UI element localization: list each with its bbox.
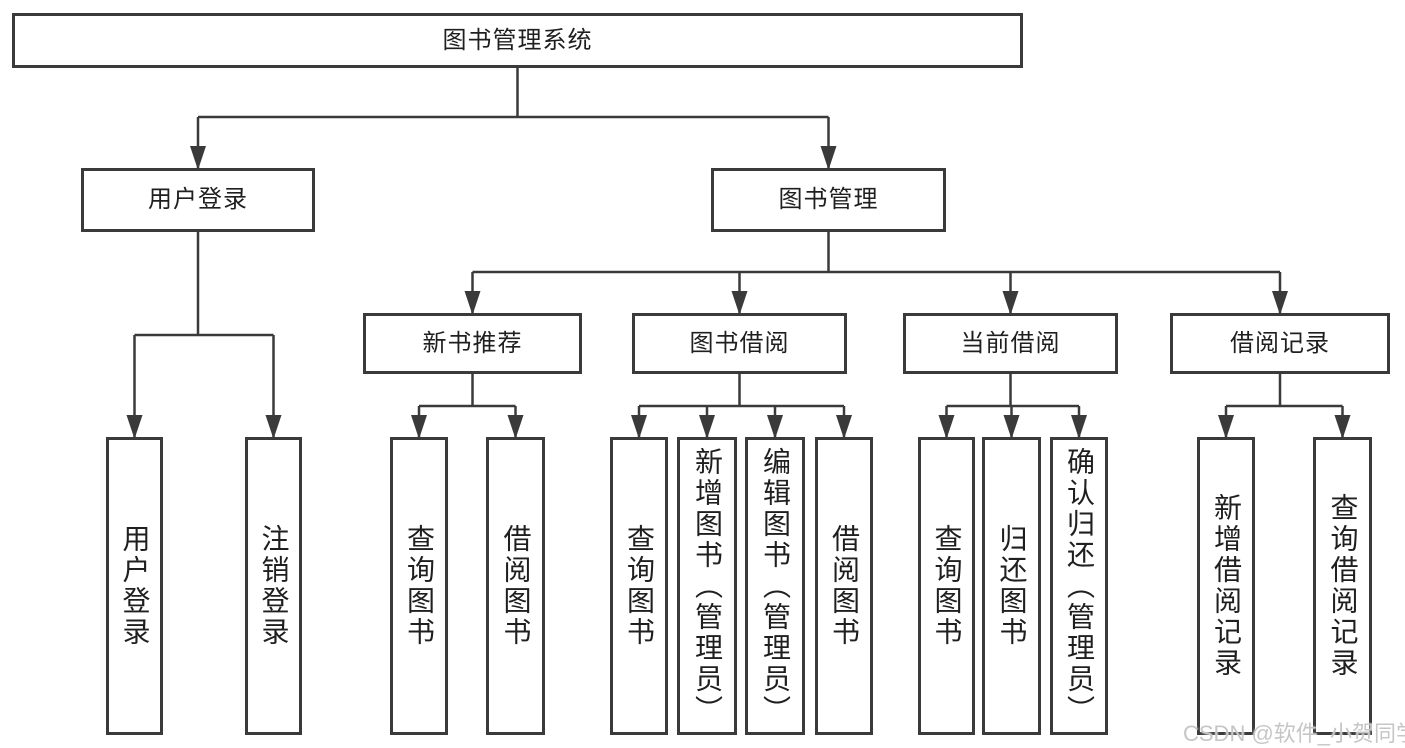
- leaf-records-query-record: 查询借阅记录: [1313, 437, 1372, 735]
- node-book-borrowing: 图书借阅: [632, 313, 847, 374]
- leaf-borrow-borrow-books: 借阅图书: [815, 437, 873, 735]
- connector-rails: [134, 68, 1343, 408]
- leaf-records-add-record: 新增借阅记录: [1197, 437, 1255, 735]
- leaf-borrow-add-books-admin: 新增图书（管理员）: [677, 437, 737, 735]
- leaf-recommend-borrow-books: 借阅图书: [486, 437, 545, 735]
- leaf-current-return-books: 归还图书: [982, 437, 1041, 735]
- leaf-logout: 注销登录: [245, 437, 302, 735]
- node-new-book-recommend: 新书推荐: [363, 313, 582, 374]
- watermark: CSDN @软件_小贺同学: [1183, 721, 1405, 746]
- leaf-recommend-query-books: 查询图书: [390, 437, 448, 735]
- node-user-login: 用户登录: [81, 168, 315, 232]
- leaf-borrow-edit-books-admin: 编辑图书（管理员）: [745, 437, 805, 735]
- node-book-management: 图书管理: [711, 168, 946, 232]
- node-library-management-system: 图书管理系统: [12, 13, 1023, 68]
- leaf-current-confirm-return-admin: 确认归还（管理员）: [1050, 437, 1108, 735]
- leaf-current-query-books: 查询图书: [918, 437, 975, 735]
- leaf-user-login: 用户登录: [106, 437, 163, 735]
- node-current-borrowing: 当前借阅: [903, 313, 1118, 374]
- leaf-borrow-query-books: 查询图书: [610, 437, 668, 735]
- connector-arrows: [126, 117, 1351, 439]
- node-borrowing-records: 借阅记录: [1170, 313, 1390, 374]
